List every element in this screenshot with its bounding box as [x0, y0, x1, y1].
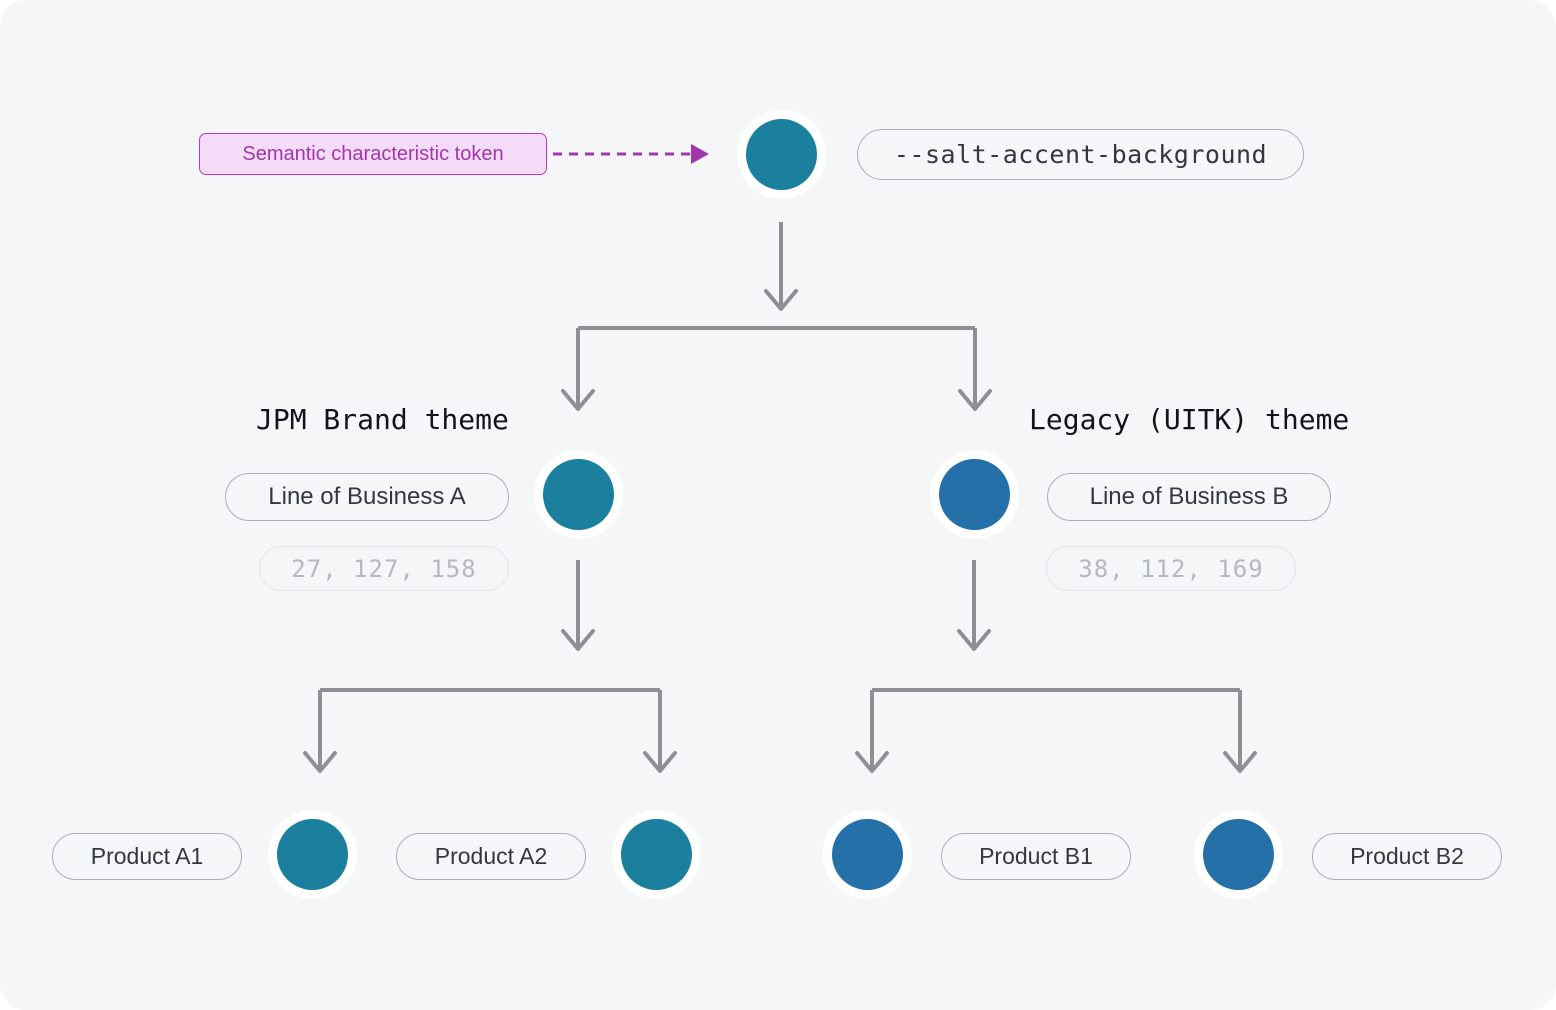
- product-a1-label: Product A1: [90, 843, 204, 869]
- arrowhead-productB2: [1223, 751, 1257, 773]
- arrowhead-productA1: [303, 751, 337, 773]
- arrowhead-lobB-down: [957, 629, 991, 651]
- product-a2-label: Product A2: [434, 843, 548, 869]
- line-of-business-a-pill[interactable]: Line of Business A: [225, 473, 509, 521]
- line-of-business-a-label: Line of Business A: [268, 483, 466, 510]
- product-b2-swatch-dot: [1203, 819, 1274, 890]
- line-of-business-b-label: Line of Business B: [1089, 483, 1289, 510]
- product-b1-swatch-dot: [832, 819, 903, 890]
- product-a2-swatch[interactable]: [621, 819, 692, 890]
- theme-title-left: JPM Brand theme: [256, 403, 509, 436]
- line-of-business-a-swatch-dot: [543, 459, 614, 530]
- product-a1-pill[interactable]: Product A1: [52, 833, 242, 880]
- arrowhead-level1-right: [958, 389, 992, 411]
- arrowhead-productB1: [855, 751, 889, 773]
- annotation-arrowhead: [691, 144, 709, 164]
- root-token-label: --salt-accent-background: [893, 140, 1268, 169]
- line-of-business-b-swatch-dot: [939, 459, 1010, 530]
- product-b1-swatch[interactable]: [832, 819, 903, 890]
- line-of-business-b-rgb-chip: 38, 112, 169: [1046, 546, 1296, 591]
- arrowhead-level1-left: [561, 389, 595, 411]
- arrowhead-lobA-down: [561, 629, 595, 651]
- line-of-business-a-swatch[interactable]: [543, 459, 614, 530]
- theme-title-right: Legacy (UITK) theme: [1029, 403, 1349, 436]
- arrowhead-productA2: [643, 751, 677, 773]
- product-b1-label: Product B1: [979, 843, 1093, 869]
- line-of-business-a-rgb-value: 27, 127, 158: [291, 554, 477, 583]
- line-of-business-b-swatch[interactable]: [939, 459, 1010, 530]
- product-a2-pill[interactable]: Product A2: [396, 833, 586, 880]
- product-b1-pill[interactable]: Product B1: [941, 833, 1131, 880]
- product-a2-swatch-dot: [621, 819, 692, 890]
- product-a1-swatch[interactable]: [277, 819, 348, 890]
- theme-title-right-label: Legacy (UITK) theme: [1029, 403, 1350, 436]
- semantic-annotation-arrow: [553, 144, 709, 164]
- semantic-characteristic-token-annotation: Semantic characteristic token: [199, 133, 547, 175]
- root-swatch-dot: [746, 119, 817, 190]
- root-swatch[interactable]: [746, 119, 817, 190]
- line-of-business-b-rgb-value: 38, 112, 169: [1078, 554, 1264, 583]
- product-b2-label: Product B2: [1350, 843, 1464, 869]
- semantic-annotation-label: Semantic characteristic token: [242, 142, 504, 165]
- root-token-pill[interactable]: --salt-accent-background: [857, 129, 1304, 180]
- product-b2-pill[interactable]: Product B2: [1312, 833, 1502, 880]
- line-of-business-a-rgb-chip: 27, 127, 158: [259, 546, 509, 591]
- arrowhead-root-down: [764, 289, 798, 311]
- product-a1-swatch-dot: [277, 819, 348, 890]
- product-b2-swatch[interactable]: [1203, 819, 1274, 890]
- line-of-business-b-pill[interactable]: Line of Business B: [1047, 473, 1331, 521]
- theme-title-left-label: JPM Brand theme: [256, 403, 509, 436]
